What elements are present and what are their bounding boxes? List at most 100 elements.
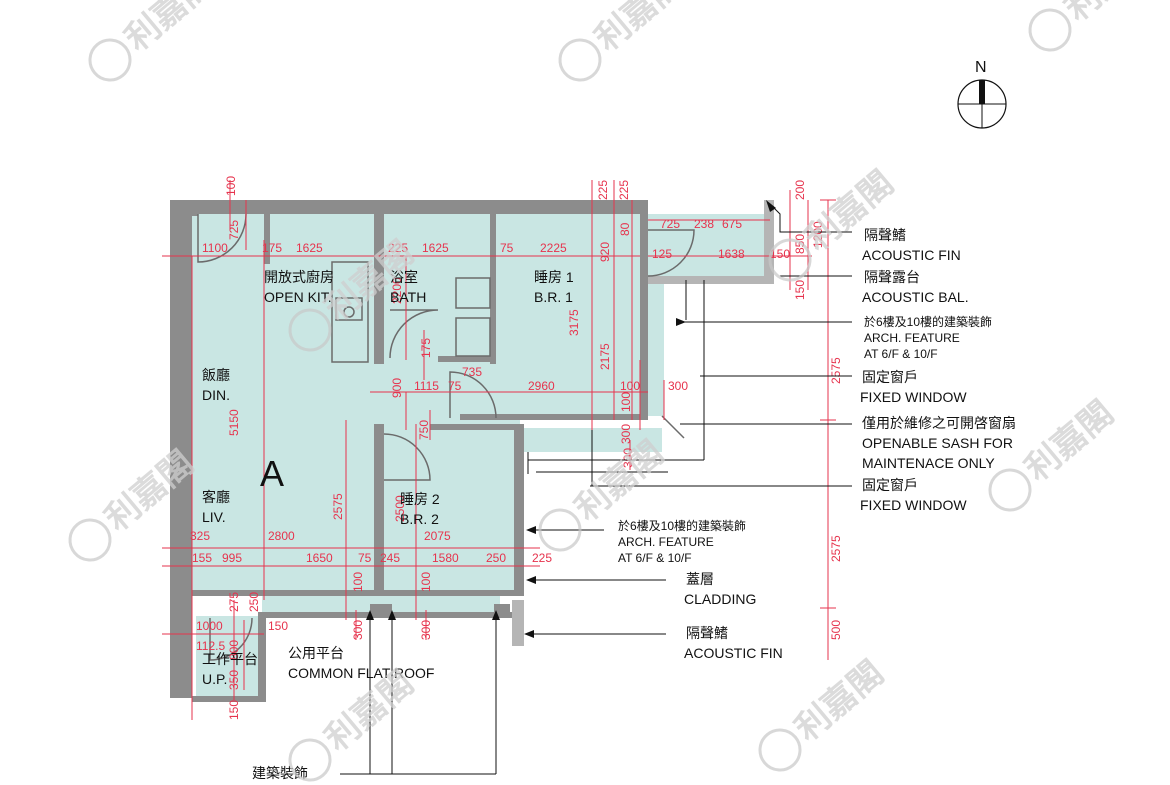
watermark-text: 利嘉閣 [1058,0,1162,29]
dim-150-bottom: 150 [227,700,241,720]
dim-920: 920 [598,242,612,262]
note-openable-zh: 僅用於維修之可開啓窗扇 [862,415,1016,431]
dim-300-col2: 300 [419,620,433,640]
dim-725-kit: 725 [227,220,241,240]
dim-500: 500 [829,620,843,640]
north-compass: N [957,59,1007,129]
dim-1100: 1100 [202,241,228,255]
dim-750: 750 [417,420,431,440]
note-acoustic-bal-en: ACOUSTIC BAL. [862,289,969,305]
dim-300-win: 300 [668,379,688,393]
watermark-logo-icon [538,508,582,552]
dim-1580: 1580 [432,551,459,565]
door-br2-swing [383,433,431,481]
dim-225-b: 225 [617,180,631,200]
room-fills [192,212,766,696]
window-strip-br1 [648,282,664,416]
dim-1115: 1115 [414,379,439,393]
dim-75-top: 75 [500,241,514,255]
door-br1-swing [449,371,497,419]
note-openable-en1: OPENABLE SASH FOR [862,435,1013,451]
room-br2-en: B.R. 2 [400,511,439,527]
dim-325: 325 [190,529,210,543]
room-liv-en: LIV. [202,509,226,525]
note-arch-deco-zh: 建築裝飾 [252,765,308,781]
dim-112-5: 112.5 [196,639,225,653]
dim-350: 350 [227,670,241,690]
sash-swing [661,415,685,439]
dim-1638: 1638 [718,247,745,261]
dim-80: 80 [618,222,632,236]
room-up-zh: 工作平台 [202,651,258,667]
watermark-text: 利嘉閣 [798,163,902,259]
watermark-1: 利嘉閣 [88,0,222,82]
dim-2575-r2: 2575 [829,535,843,562]
wall-bath-br1 [490,214,496,364]
room-liv-zh: 客廳 [202,489,230,505]
dim-150-up: 150 [268,619,288,633]
watermark-logo-icon [88,38,132,82]
watermark-logo-icon [68,518,112,562]
watermark-logo-icon [288,308,332,352]
watermark-logo-icon [768,238,812,282]
dim-2960: 2960 [528,379,555,393]
note-acoustic-fin-top-zh: 隔聲鰭 [864,227,906,243]
dim-225-bot: 225 [532,551,552,565]
bath-basin [455,317,491,357]
dim-150-bal: 150 [770,247,790,261]
annotations: 隔聲鰭 ACOUSTIC FIN 隔聲露台 ACOUSTIC BAL. 於6樓及… [252,227,1016,781]
wall-br2-north [430,424,524,430]
note-fixed-window-1-zh: 固定窗戶 [862,369,918,385]
acoustic-balcony-area [648,214,766,276]
dim-1625-bath: 1625 [422,241,449,255]
dim-100-side: 100 [619,392,633,412]
kitchen-sink [335,297,363,321]
wall-west [170,200,192,698]
room-labels: 開放式廚房 OPEN KIT. 浴室 BATH 睡房 1 B.R. 1 飯廳 D… [202,269,574,687]
dim-2575-r1: 2575 [829,357,843,384]
dim-300-col1: 300 [351,620,365,640]
watermark-10: 利嘉閣 [758,653,892,772]
note-cladding-en: CLADDING [684,591,756,607]
bath-tub [455,277,491,309]
dim-675: 675 [722,217,742,231]
wall-up-east [258,612,266,698]
watermark-text: 利嘉閣 [788,653,892,749]
room-din-zh: 飯廳 [202,367,230,383]
note-arch-feature-1-zh: 於6樓及10樓的建築裝飾 [864,314,992,329]
room-kitchen-zh: 開放式廚房 [264,269,334,285]
dim-800: 800 [227,640,241,660]
dim-5150: 5150 [227,409,241,436]
fittings [197,213,695,661]
dim-725-bal: 725 [660,217,680,231]
dim-100-liv: 100 [351,572,365,592]
dim-100-br2: 100 [419,572,433,592]
dim-100-mid: 100 [620,379,640,393]
wall-south [192,590,524,596]
watermark-text: 利嘉閣 [118,0,222,59]
room-br2-zh: 睡房 2 [400,491,440,507]
dim-2175: 2175 [598,343,612,370]
dim-275: 275 [227,592,241,612]
note-acoustic-fin-top-en: ACOUSTIC FIN [862,247,961,263]
unit-label: A [260,453,284,494]
dim-2500: 2500 [393,495,407,522]
room-kitchen-en: OPEN KIT. [264,289,332,305]
dim-1625-kit: 1625 [296,241,323,255]
kitchen-hob [343,306,355,318]
dim-238: 238 [694,217,714,231]
room-roof-zh: 公用平台 [288,645,344,661]
wall-up-bottom [192,696,266,702]
main-floor-area [192,212,648,592]
watermark-text: 利嘉閣 [1018,393,1122,489]
dim-250-up: 250 [247,592,261,612]
compass-needle [979,80,985,104]
wall-br1-south [460,414,648,420]
watermark-text: 利嘉閣 [588,0,692,59]
compass-label: N [975,59,987,76]
room-bath-en: BATH [390,289,426,305]
dim-225-a: 225 [596,180,610,200]
wall-br2-west [374,424,384,594]
dim-2075: 2075 [424,529,451,543]
